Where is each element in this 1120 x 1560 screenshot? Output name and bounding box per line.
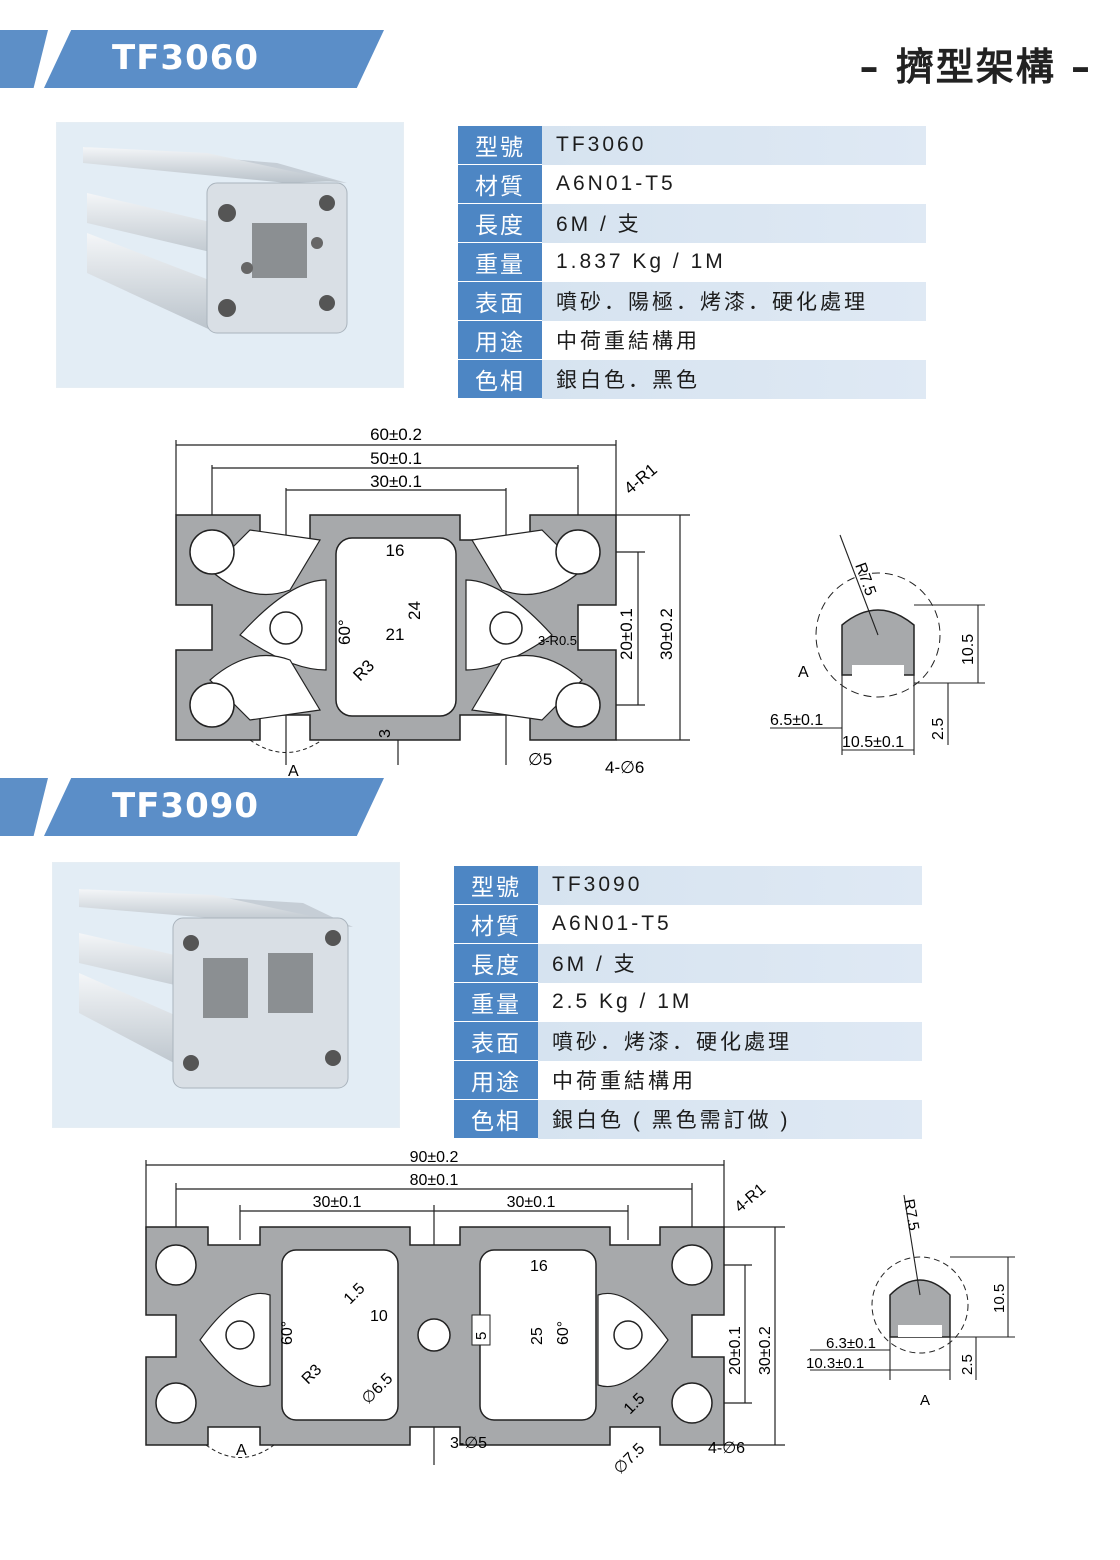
dim-30v: 30±0.2 [757,1326,774,1375]
spec-value: A6N01-T5 [542,164,926,204]
spec-label: 重量 [458,242,542,282]
banner-bar [44,778,384,836]
dim-4r1: 4-R1 [620,460,660,498]
dim-30: 30±0.1 [370,472,422,491]
product-model-title: TF3090 [112,786,260,826]
detail-a-label: A [798,664,809,681]
dim-r75: R7.5 [851,561,879,599]
dim-50: 50±0.1 [370,449,422,468]
dim-30v: 30±0.2 [657,608,676,660]
dim-16: 16 [530,1258,548,1275]
dim-60deg-b: 60° [555,1321,572,1345]
spec-value: 銀白色．黑色 [542,359,926,399]
profile-drawing: 90±0.2 80±0.1 30±0.1 30±0.1 4-R1 16 1.5 … [145,1149,785,1478]
dim-25: 2.5 [959,1354,976,1375]
dim-60deg-a: 60° [279,1321,296,1345]
dim-65: 6.5±0.1 [770,712,823,729]
spec-value: 噴砂．烤漆．硬化處理 [538,1021,922,1061]
dim-20: 20±0.1 [617,608,636,660]
dim-25: 2.5 [930,718,947,740]
dim-105b: 10.5±0.1 [842,734,904,751]
spec-label: 色相 [454,1099,538,1139]
spec-value: TF3090 [538,866,922,905]
spec-value: 中荷重結構用 [542,320,926,360]
dim-24: 24 [405,601,424,620]
dim-phi5: ∅5 [528,750,552,769]
dim-4r1: 4-R1 [732,1181,770,1216]
product-model-title: TF3060 [112,38,260,78]
dim-80: 80±0.1 [410,1172,459,1189]
dim-25: 25 [529,1327,546,1345]
spec-label: 長度 [458,203,542,243]
product-banner: TF3090 [0,778,390,836]
dim-30a: 30±0.1 [313,1194,362,1211]
spec-label: 長度 [454,943,538,983]
dim-105: 10.5 [960,634,977,665]
spec-value: 2.5 Kg / 1M [538,982,922,1022]
dim-3r05: 3-R0.5 [538,633,577,648]
dim-20: 20±0.1 [727,1326,744,1375]
profile-drawing: 60±0.2 50±0.1 30±0.1 4-R1 16 24 21 60° R… [175,425,690,780]
spec-value: 1.837 Kg / 1M [542,242,926,282]
spec-label: 色相 [458,359,542,399]
dim-103: 10.3±0.1 [806,1355,864,1372]
dim-21: 21 [386,625,405,644]
detail-a-label: A [236,1442,247,1459]
dim-105: 10.5 [991,1284,1008,1313]
detail-a-label: A [288,763,299,780]
spec-value: A6N01-T5 [538,904,922,944]
dim-4phi6: 4-∅6 [605,758,644,777]
banner-stripe [0,30,48,88]
spec-label: 型號 [454,866,538,905]
detail-a-label: A [920,1392,930,1409]
spec-value: 6M / 支 [542,203,926,243]
spec-value: 6M / 支 [538,943,922,983]
dim-63: 6.3±0.1 [826,1335,876,1352]
dim-30b: 30±0.1 [507,1194,556,1211]
dim-10: 10 [370,1308,388,1325]
dim-3phi5: 3-∅5 [450,1435,487,1452]
banner-stripe [0,778,48,836]
dim-4phi6: 4-∅6 [708,1440,745,1457]
product-photo [56,122,404,388]
dim-16: 16 [386,541,405,560]
spec-label: 表面 [458,281,542,321]
slot-detail-drawing: R7.5 10.5 6.3±0.1 10.3±0.1 2.5 A [806,1194,1015,1409]
banner-bar [44,30,384,88]
page-title: – 擠型架構 – [859,45,1092,89]
spec-value: TF3060 [542,126,926,165]
dim-3: 3 [377,729,394,738]
spec-label: 材質 [458,164,542,204]
spec-label: 表面 [454,1021,538,1061]
spec-label: 型號 [458,126,542,165]
dim-r75: R7.5 [900,1198,922,1232]
dim-90: 90±0.2 [410,1149,459,1166]
spec-value: 噴砂．陽極．烤漆．硬化處理 [542,281,926,321]
dim-60deg: 60° [335,619,354,645]
spec-label: 用途 [454,1060,538,1100]
product-photo [52,862,400,1128]
spec-label: 材質 [454,904,538,944]
dim-5: 5 [473,1332,490,1340]
spec-value: 中荷重結構用 [538,1060,922,1100]
slot-detail-drawing: R7.5 10.5 A 6.5±0.1 10.5±0.1 2.5 [770,534,985,755]
dim-60: 60±0.2 [370,425,422,444]
product-banner: TF3060 [0,30,390,88]
spec-label: 重量 [454,982,538,1022]
spec-label: 用途 [458,320,542,360]
spec-value: 銀白色 ( 黑色需訂做 ) [538,1099,922,1139]
dim-phi75: ∅7.5 [611,1440,649,1478]
